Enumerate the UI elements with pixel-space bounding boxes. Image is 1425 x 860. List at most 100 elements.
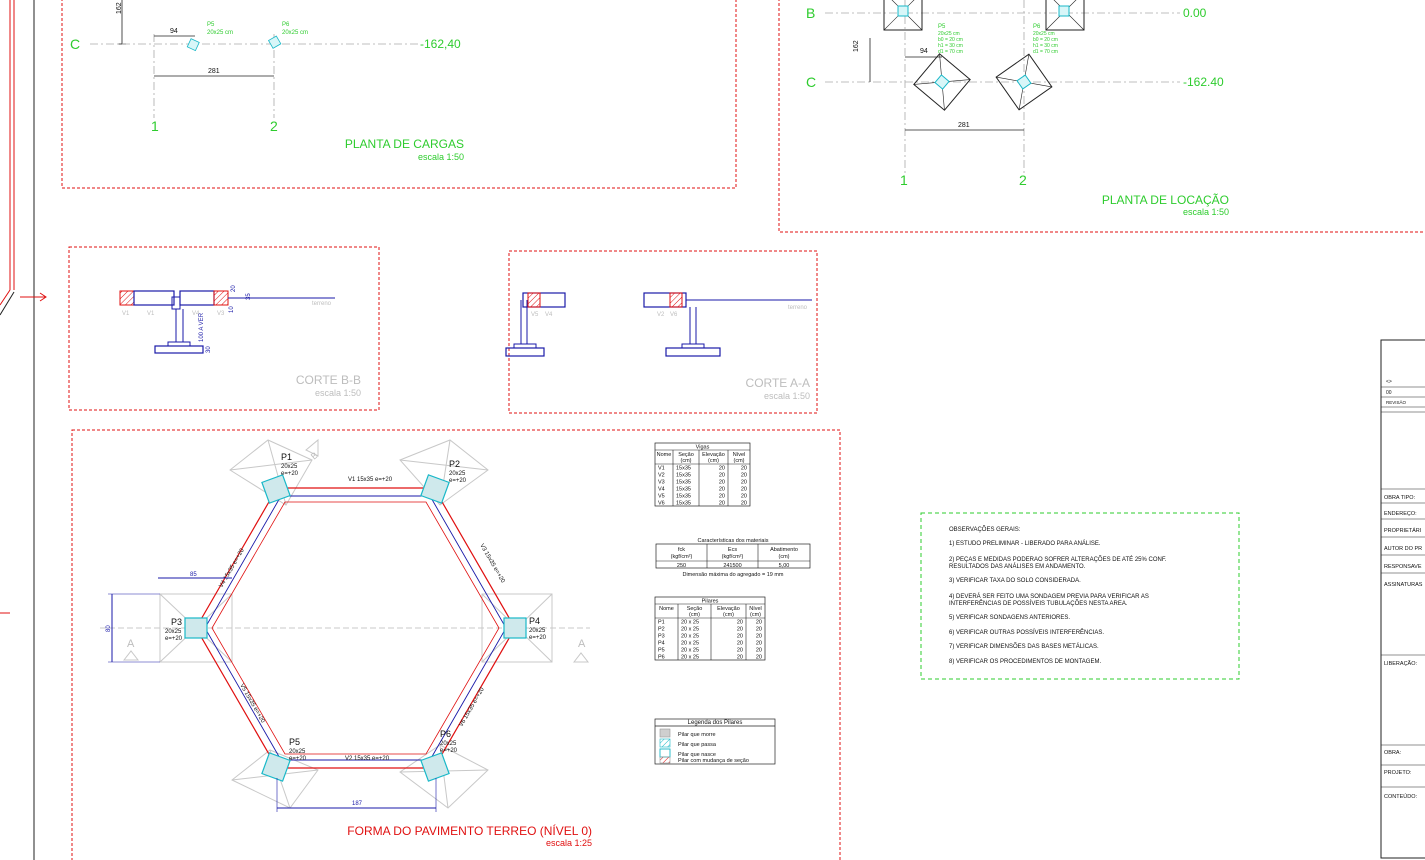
forma-p4-size: 20x25: [529, 628, 546, 634]
planta-de-locacao-panel[interactable]: B 0.00 C -162.40: [778, 0, 1425, 233]
corte-aa-scale: escala 1:50: [764, 391, 810, 401]
forma-p5-level: e=+20: [289, 756, 307, 762]
cargas-dim-162: 162: [116, 2, 123, 14]
forma-p3-name: P3: [171, 617, 182, 627]
corte-bb-dim-10: 10: [229, 306, 235, 313]
vigas-header-2-b: (cm): [708, 458, 719, 464]
cargas-scale: escala 1:50: [418, 152, 464, 162]
pilares-cell-5-2: 20: [737, 655, 743, 661]
cargas-dim-94: 94: [170, 28, 178, 35]
vigas-cell-2-3: 20: [741, 480, 747, 486]
corte-aa-beam-v5: V5: [531, 312, 539, 318]
vigas-cell-0-2: 20: [719, 466, 725, 472]
cargas-pillar-p6: [267, 35, 282, 49]
locacao-footing-p6: [995, 53, 1053, 111]
locacao-footing-p5: [913, 53, 971, 111]
legenda-item-passa: Pilar que passa: [678, 742, 717, 748]
observacao-line-10: 8) VERIFICAR OS PROCEDIMENTOS DE MONTAGE…: [949, 659, 1101, 665]
locacao-p6-line-1: 20x25 cm: [1033, 31, 1055, 37]
vigas-header-2-a: Elevação: [702, 452, 725, 458]
forma-pillar-p1: [261, 474, 291, 504]
locacao-p5-line-1: 20x25 cm: [938, 31, 960, 37]
pilares-cell-3-0: P4: [658, 641, 665, 647]
forma-p5-name: P5: [289, 737, 300, 747]
locacao-axis-2: 2: [1019, 172, 1027, 188]
forma-p2-size: 20x25: [449, 471, 466, 477]
forma-p1-size: 20x25: [281, 464, 298, 470]
carimbo-obra-tipo: OBRA TIPO:: [1384, 495, 1416, 501]
forma-beam-v5: V5 15x35 e=+20: [238, 683, 266, 725]
materiais-header-1-a: Ecs: [728, 547, 737, 553]
locacao-dim-162: 162: [853, 40, 860, 52]
corte-aa-panel[interactable]: V5 V4 V2 V6 terreno CORTE A-A escala 1:5…: [505, 250, 818, 414]
carimbo-responsavel: RESPONSAVE: [1384, 564, 1422, 570]
locacao-scale: escala 1:50: [1183, 207, 1229, 217]
carimbo-proprietario: PROPRIETÁRI: [1384, 527, 1422, 534]
pilares-header-1-a: Seção: [687, 606, 703, 612]
legenda-item-nasce: Pilar que nasce: [678, 752, 716, 758]
vigas-cell-4-1: 15x35: [676, 494, 691, 500]
legenda-pilares: Legenda dos Pilares Pilar que morre Pila…: [654, 718, 776, 765]
locacao-p5-line-2: b0 = 20 cm: [938, 37, 963, 43]
vigas-cell-1-1: 15x35: [676, 473, 691, 479]
corte-bb-dim-35: 35: [246, 293, 252, 300]
forma-pillar-p5: [261, 752, 291, 782]
corte-bb-panel[interactable]: V1 V1 V4 V3 20 35 30 10 100 A VER terren…: [68, 246, 380, 411]
forma-beam-v6: V6 15x35 e=+20: [459, 686, 487, 728]
legenda-swatch-passa: [659, 738, 671, 748]
vigas-cell-1-0: V2: [658, 473, 665, 479]
vigas-cell-3-3: 20: [741, 487, 747, 493]
carimbo-rev-symbol: <>: [1386, 379, 1392, 385]
vigas-cell-4-0: V5: [658, 494, 665, 500]
pilares-cell-1-0: P2: [658, 627, 665, 633]
pilares-cell-2-3: 20: [756, 634, 762, 640]
pilares-cell-5-0: P6: [658, 655, 665, 661]
forma-dim-80: 80: [106, 625, 112, 632]
planta-de-cargas-panel[interactable]: 162 C -162,40 94 281 P5 20x25 cm P6 20x2…: [61, 0, 737, 189]
materiais-note: Dimensão máxima do agregado = 19 mm: [682, 572, 783, 578]
pilares-header-1-b: (cm): [689, 612, 700, 618]
cargas-pillar-p5: [186, 38, 200, 52]
locacao-axis-c: C: [806, 74, 816, 90]
corte-aa-terreno: terreno: [788, 305, 808, 311]
cargas-level: -162,40: [420, 37, 461, 51]
cargas-dim-281: 281: [208, 68, 220, 75]
forma-p2-name: P2: [449, 459, 460, 469]
observacao-line-5: 4) DEVERÁ SER FEITO UMA SONDAGEM PREVIA …: [949, 593, 1149, 600]
forma-p5-size: 20x25: [289, 749, 306, 755]
carimbo-rev-label: REVISÃO: [1386, 399, 1407, 405]
cargas-title: PLANTA DE CARGAS: [345, 137, 464, 151]
pilares-cell-1-1: 20 x 25: [681, 627, 699, 633]
pilares-cell-4-3: 20: [756, 648, 762, 654]
vigas-cell-0-3: 20: [741, 466, 747, 472]
cargas-p6-size: 20x25 cm: [282, 30, 308, 36]
locacao-footing-top-right: [1045, 0, 1085, 31]
observacao-line-4: 3) VERIFICAR TAXA DO SOLO CONSIDERADA.: [949, 578, 1081, 584]
carimbo-obra: OBRA:: [1384, 750, 1402, 756]
pilares-cell-0-1: 20 x 25: [681, 620, 699, 626]
forma-cut-a-right-marker: [572, 652, 590, 663]
pilares-cell-1-3: 20: [756, 627, 762, 633]
locacao-p5-label: P5: [938, 24, 946, 30]
materiais-header-2-b: (cm): [779, 554, 790, 560]
corte-aa-beam-v2: V2: [657, 312, 665, 318]
vigas-cell-3-2: 20: [719, 487, 725, 493]
forma-beam-v2: V2 15x35 e=+20: [345, 756, 390, 762]
forma-cut-a-left: A: [127, 638, 135, 650]
cargas-axis-1: 1: [151, 118, 159, 134]
forma-pillar-p4: [503, 617, 527, 639]
forma-p3-level: e=+20: [165, 636, 183, 642]
observacao-line-9: 7) VERIFICAR DIMENSÕES DAS BASES METÁLIC…: [949, 643, 1099, 650]
forma-p6-level: e=+20: [440, 748, 458, 754]
observacoes-gerais-panel: OBSERVAÇÕES GERAIS: 1) ESTUDO PRELIMINAR…: [920, 512, 1240, 680]
corte-bb-beam-v3: V3: [217, 311, 225, 317]
pilares-cell-2-1: 20 x 25: [681, 634, 699, 640]
forma-cut-b-marker: [305, 438, 319, 457]
pilares-cell-4-1: 20 x 25: [681, 648, 699, 654]
observacao-line-3: RESULTADOS DAS ANÁLISES EM ANDAMENTO.: [949, 563, 1086, 570]
title-block: <> 00 REVISÃO OBRA TIPO: ENDEREÇO: PROPR…: [1380, 339, 1425, 859]
forma-dim-187: 187: [352, 801, 363, 807]
legenda-item-mudanca: Pilar com mudança de seção: [678, 758, 749, 764]
carimbo-rev-num: 00: [1386, 390, 1392, 396]
